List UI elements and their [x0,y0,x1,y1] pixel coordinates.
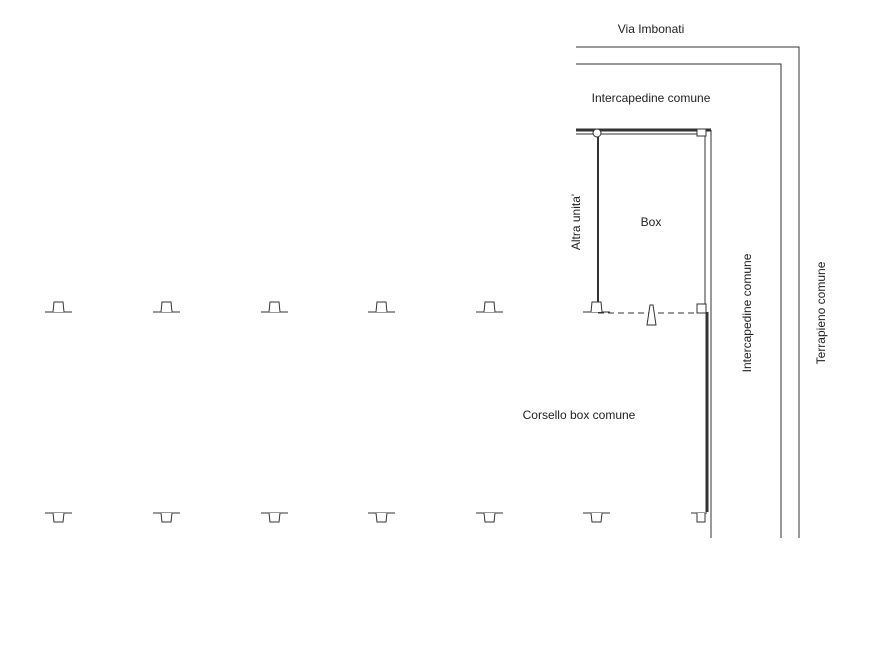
pillar-bottom-5 [476,512,503,523]
pillar-bottom-2 [153,512,180,523]
box-corner-pillar-br [696,303,707,314]
outer-wall-outer [576,46,800,538]
pillar-bottom-6 [583,512,610,523]
ground-label: Terrapieno comune [814,261,828,364]
gap-right-label: Intercapedine comune [740,253,754,372]
pillar-top-6 [583,301,610,313]
pillar-top-4 [368,301,395,313]
pillar-bottom-3 [261,512,288,523]
pillar-bottom-7 [691,512,707,523]
box-corner-pillar-tl [592,128,602,138]
outer-wall-inner [576,63,782,538]
corridor-label: Corsello box comune [523,408,636,422]
street-label: Via Imbonati [618,22,685,36]
pillar-top-1 [45,301,72,313]
pillar-top-2 [153,301,180,313]
pillar-top-5 [476,301,503,313]
pillar-bottom-4 [368,512,395,523]
box-label: Box [641,215,662,229]
pillar-row-bottom [45,512,707,523]
box-room [576,128,712,538]
other-unit-label: Altra unita' [569,194,583,250]
door-marker-icon [646,304,657,326]
outer-walls [576,46,800,538]
gap-top-label: Intercapedine comune [592,91,711,105]
pillar-bottom-1 [45,512,72,523]
pillar-row-top [45,301,610,313]
pillar-top-3 [261,301,288,313]
box-corner-pillar-tr [696,128,707,137]
